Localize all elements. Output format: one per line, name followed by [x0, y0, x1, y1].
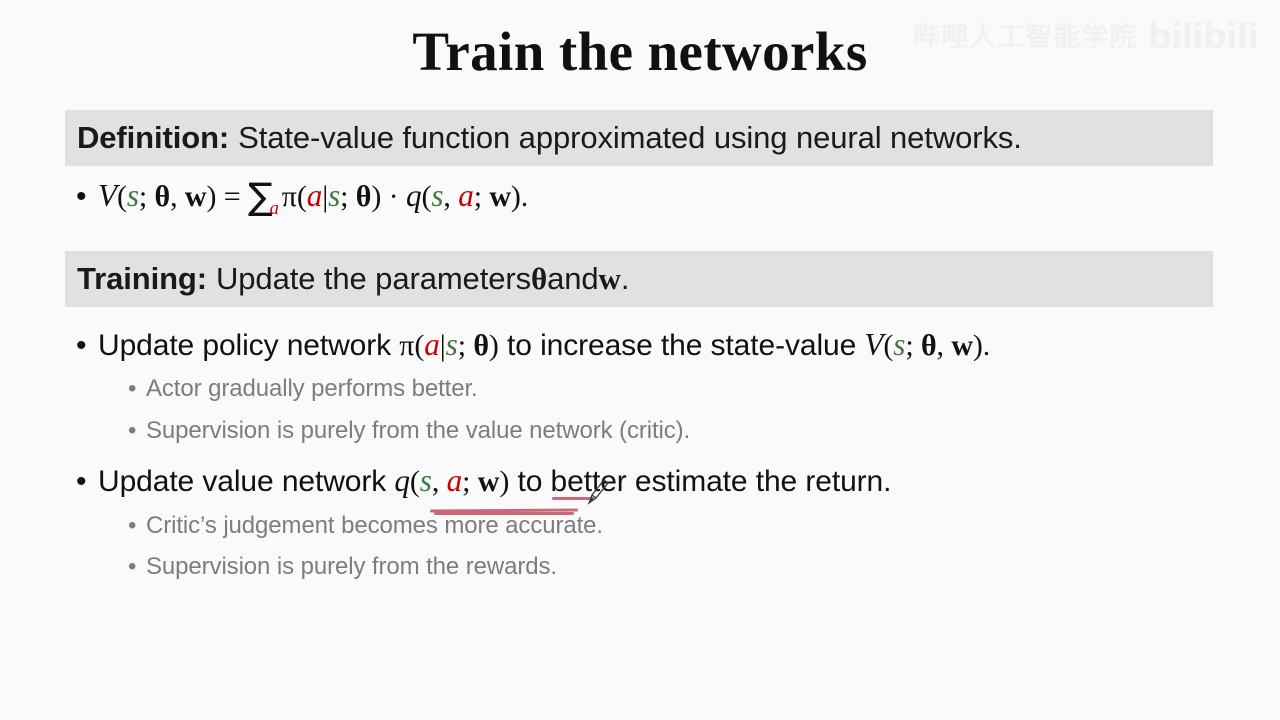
bullet-2-comma: ,	[431, 465, 447, 498]
formula-paren-open-3: (	[421, 180, 432, 213]
bullet-update-value-network: • Update value network q(s, a; w) to bett…	[76, 463, 891, 499]
formula-theta-2: θ	[355, 180, 372, 213]
bullet-2-paren-open: (	[409, 465, 420, 498]
bullet-1-paren-close: )	[488, 329, 499, 362]
formula-comma-2: ,	[443, 180, 459, 213]
formula-sigma-index: a	[269, 198, 279, 219]
bullet-dot-icon: •	[76, 180, 87, 213]
formula-paren-close-3: ).	[510, 180, 529, 213]
sub-bullet-label: Supervision is purely from the rewards.	[146, 553, 557, 580]
bullet-1-theta-2: θ	[920, 329, 937, 362]
bullet-1-s-2: s	[893, 327, 906, 362]
page-title: Train the networks	[412, 21, 868, 82]
bullet-dot-icon: •	[76, 329, 87, 362]
bullet-2-q: q	[394, 463, 410, 498]
bullet-1-s: s	[445, 327, 458, 362]
formula-theta: θ	[154, 180, 171, 213]
bullet-1-paren-open-2: (	[883, 329, 894, 362]
bullet-2-semicolon: ;	[462, 465, 478, 498]
training-text-mid: and	[547, 261, 599, 296]
formula-equals: =	[216, 180, 248, 213]
formula-paren-close-2: )	[371, 180, 382, 213]
sub-bullet-label: Critic’s judgement becomes more accurate…	[146, 512, 603, 539]
bullet-dot-icon: •	[76, 465, 87, 498]
bullet-1-text-1: Update policy network	[98, 329, 400, 362]
bullet-2-text-2: to better estimate the return.	[509, 465, 892, 498]
bullet-1-text-2: to increase the state-value	[498, 329, 865, 362]
sub-bullet-critic-judgement: • Critic’s judgement becomes more accurat…	[128, 512, 603, 540]
definition-banner: Definition: State-value function approxi…	[65, 110, 1213, 166]
formula-q: q	[405, 178, 422, 213]
formula-semicolon-2: ;	[340, 180, 356, 213]
formula-a: a	[306, 178, 323, 213]
formula-w: w	[184, 180, 207, 213]
formula-w-2: w	[489, 180, 511, 213]
formula-paren-open: (	[116, 180, 127, 213]
training-label: Training:	[77, 261, 207, 296]
bullet-1-pi: π	[399, 329, 415, 362]
bullet-1-paren-open: (	[414, 329, 425, 362]
bullet-2-text-1: Update value network	[98, 465, 395, 498]
bullet-dot-icon: •	[128, 375, 137, 402]
bullet-2-a: a	[446, 463, 463, 498]
formula-a-2: a	[458, 178, 474, 213]
bullet-2-w: w	[477, 465, 500, 498]
formula-dot: ·	[381, 180, 406, 213]
formula-semicolon-3: ;	[473, 180, 490, 213]
definition-text: State-value function approximated using …	[238, 120, 1022, 155]
training-w: w	[598, 261, 621, 296]
formula-s-2: s	[328, 178, 341, 213]
bullet-1-a: a	[424, 327, 440, 362]
formula-paren-close: )	[206, 180, 217, 213]
training-theta: θ	[530, 261, 548, 296]
bullet-2-s: s	[419, 463, 432, 498]
sub-bullet-actor-performs-better: • Actor gradually performs better.	[128, 375, 478, 403]
formula-s-3: s	[431, 178, 444, 213]
definition-label: Definition:	[77, 120, 230, 155]
formula-bar: |	[322, 180, 329, 213]
bullet-1-V: V	[864, 327, 884, 362]
bullet-1-paren-close-2: ).	[972, 329, 991, 362]
formula-V: V	[98, 178, 117, 213]
bullet-1-w: w	[951, 329, 973, 362]
formula-sigma: ∑	[248, 175, 273, 218]
bullet-2-paren-close: )	[499, 465, 510, 498]
formula-s: s	[126, 178, 139, 213]
bullet-1-semicolon-2: ;	[905, 329, 921, 362]
formula-comma: ,	[170, 180, 185, 213]
sub-bullet-label: Supervision is purely from the value net…	[146, 417, 691, 444]
formula-semicolon: ;	[138, 180, 155, 213]
bullet-1-bar: |	[439, 329, 446, 362]
formula-pi: π	[281, 180, 297, 213]
training-text-before: Update the parameters	[216, 261, 531, 296]
sub-bullet-supervision-value-network: • Supervision is purely from the value ne…	[128, 417, 690, 445]
bullet-1-semicolon: ;	[457, 329, 474, 362]
bullet-dot-icon: •	[128, 553, 137, 580]
bullet-dot-icon: •	[128, 417, 137, 444]
bullet-dot-icon: •	[128, 512, 137, 539]
training-text-after: .	[620, 261, 630, 296]
bullet-1-theta: θ	[473, 329, 489, 362]
training-banner: Training: Update the parameters θ and w.	[65, 251, 1213, 307]
sub-bullet-supervision-rewards: • Supervision is purely from the rewards.	[128, 553, 557, 581]
bullet-1-comma: ,	[936, 329, 952, 362]
sub-bullet-label: Actor gradually performs better.	[146, 375, 478, 402]
formula-paren-open-2: (	[296, 180, 307, 213]
bullet-update-policy-network: •Update policy network π(a|s; θ) to incr…	[76, 327, 990, 363]
